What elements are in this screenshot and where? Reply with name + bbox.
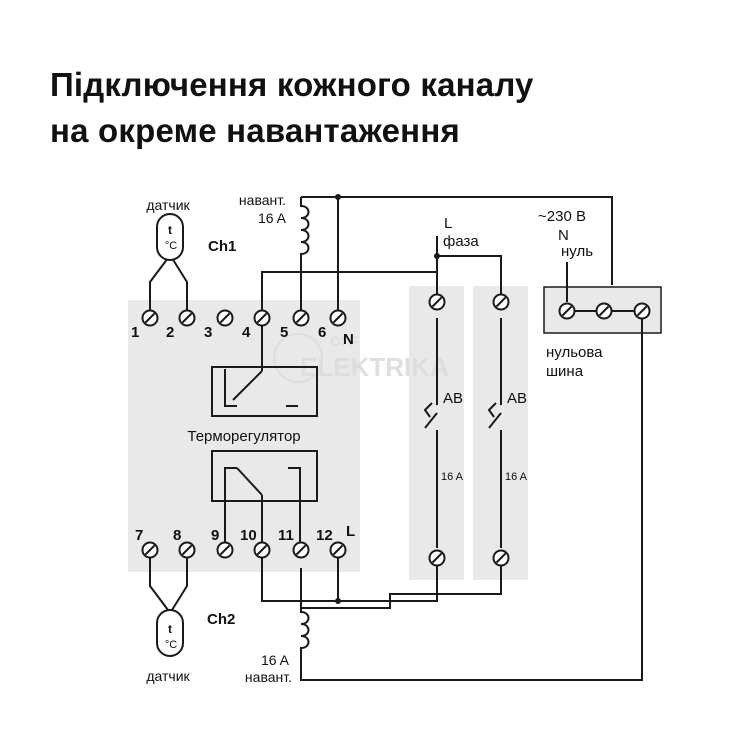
thermostat-label: Терморегулятор: [187, 428, 300, 445]
ch2-label: Ch2: [207, 611, 235, 628]
terminal-11-label: 11: [278, 527, 294, 544]
watermark-line-1: OFF: [330, 333, 358, 349]
terminal-12-label: 12: [316, 527, 333, 544]
neutral-bus-screw-2: [595, 302, 613, 320]
watermark-line-2: ELEKTRIKA: [300, 352, 449, 382]
terminal-5-screw: [292, 309, 310, 327]
terminal-9-label: 9: [211, 527, 219, 544]
terminal-6-screw: [329, 309, 347, 327]
ch1-label: Ch1: [208, 238, 236, 255]
neutral-bus-line-1: нульова: [546, 344, 603, 361]
terminal-8-label: 8: [173, 527, 181, 544]
title-line-1: Підключення кожного каналу: [50, 66, 534, 103]
terminal-6-label: 6: [318, 324, 326, 341]
terminal-10-label: 10: [240, 527, 257, 544]
terminal-10-screw: [253, 541, 271, 559]
terminal-11-screw: [292, 541, 310, 559]
terminal-3-screw: [216, 309, 234, 327]
neutral-label: нуль: [561, 243, 593, 260]
wires: [149, 196, 643, 681]
breaker-2-rating: 16 A: [505, 471, 528, 483]
terminal-2-screw: [178, 309, 196, 327]
terminal-3-label: 3: [204, 324, 212, 341]
breaker-2-top-screw: [492, 293, 510, 311]
terminal-7-label: 7: [135, 527, 143, 544]
terminal-1-screw: [141, 309, 159, 327]
sensor-top-unit: °C: [165, 240, 177, 252]
neutral-letter: N: [558, 227, 569, 244]
page-title: Підключення кожного каналу на окреме нав…: [50, 62, 534, 154]
sensor-bottom-label: датчик: [146, 668, 190, 684]
terminal-9-screw: [216, 541, 234, 559]
junction-dots: [335, 194, 440, 604]
breaker-1-label: АВ: [443, 390, 463, 407]
sensor-top-label: датчик: [146, 197, 190, 213]
watermark: OFF ELEKTRIKA: [273, 333, 449, 383]
breaker-2-label: АВ: [507, 390, 527, 407]
ch1-load-current: 16 A: [258, 210, 287, 226]
sensor-bottom-unit: °C: [165, 639, 177, 651]
ch2-load-current: 16 A: [261, 652, 290, 668]
terminal-2-label: 2: [166, 324, 174, 341]
terminal-5-label: 5: [280, 324, 288, 341]
breaker-1-bottom-screw: [428, 549, 446, 567]
neutral-bus-screw-3: [633, 302, 651, 320]
neutral-bus-line-2: шина: [546, 363, 584, 380]
breaker-2-bottom-screw: [492, 549, 510, 567]
ch1-load-label: навант.: [239, 192, 286, 208]
sensor-bottom: t °C: [156, 609, 184, 657]
terminal-l-label: L: [346, 523, 355, 540]
terminal-8-screw: [178, 541, 196, 559]
terminal-labels-top: 1 2 3 4 5 6 N: [131, 324, 354, 348]
neutral-voltage: ~230 В: [538, 208, 586, 225]
breaker-1-rating: 16 A: [441, 471, 464, 483]
sensor-bottom-t: t: [168, 622, 172, 636]
terminal-4-label: 4: [242, 324, 251, 341]
phase-label: фаза: [443, 233, 479, 250]
title-line-2: на окреме навантаження: [50, 112, 460, 149]
terminal-4-screw: [253, 309, 271, 327]
phase-letter: L: [444, 215, 452, 232]
sensor-top-t: t: [168, 223, 172, 237]
terminal-labels-bottom: 7 8 9 10 11 12 L: [135, 523, 355, 544]
neutral-bus-screw-1: [558, 302, 576, 320]
thermostat-body: [128, 300, 360, 572]
sensor-top: t °C: [156, 213, 184, 261]
terminal-n-label: N: [343, 331, 354, 348]
terminal-1-label: 1: [131, 324, 139, 341]
breaker-1-top-screw: [428, 293, 446, 311]
terminal-12-screw: [329, 541, 347, 559]
terminal-7-screw: [141, 541, 159, 559]
ch2-load-label: навант.: [245, 669, 292, 685]
